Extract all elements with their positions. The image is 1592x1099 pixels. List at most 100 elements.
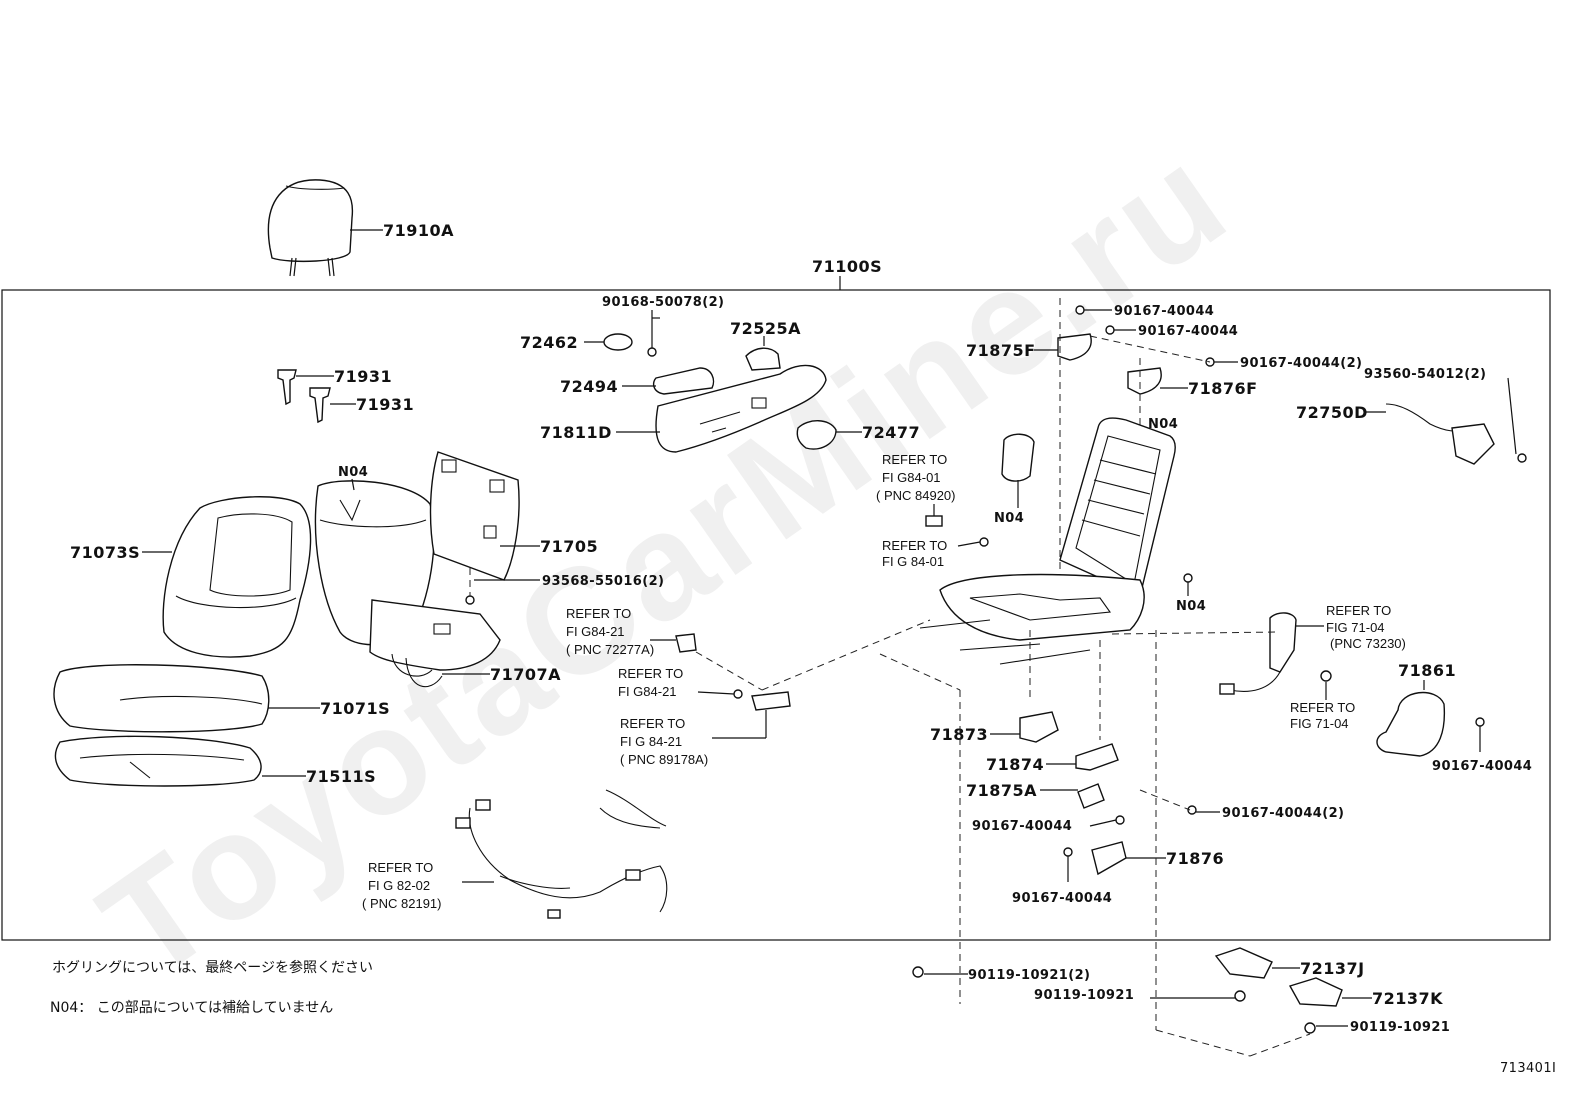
refer-fig-82-02-pnc-82191: REFER TO FI G 82-02 ( PNC 82191) [362, 860, 441, 911]
svg-text:(PNC 73230): (PNC 73230) [1330, 636, 1406, 651]
cover-72137j-drawing [1214, 947, 1273, 979]
svg-text:REFER TO: REFER TO [882, 538, 947, 553]
svg-text:FI G 82-02: FI G 82-02 [368, 878, 430, 893]
svg-text:FI G84-21: FI G84-21 [566, 624, 625, 639]
bracket-71874-drawing [1075, 743, 1119, 771]
cable-part-number: 72750D [1296, 403, 1368, 422]
knob-a-part-number: 72462 [520, 333, 578, 352]
screw-71861-part-number: 90167-40044 [1432, 759, 1532, 774]
bracket-71876-drawing [1091, 841, 1127, 876]
cover-f-part-number: 71875F [966, 341, 1036, 360]
frame-n04-label: N04 [1148, 417, 1178, 432]
knob-c-part-number: 72525A [730, 319, 801, 338]
svg-text:FI G 84-01: FI G 84-01 [882, 554, 944, 569]
svg-text:( PNC 82191): ( PNC 82191) [362, 896, 441, 911]
knob-d-part-number: 72477 [862, 423, 920, 442]
cushion-cover-part-number: 71071S [320, 699, 390, 718]
cable-screw-part-number: 93560-54012(2) [1364, 367, 1486, 382]
bracket-71875a-part-number: 71875A [966, 781, 1037, 800]
bracket-71876-part-number: 71876 [1166, 849, 1224, 868]
svg-text:( PNC 72277A): ( PNC 72277A) [566, 642, 654, 657]
mid-bolt-part-number: 90119-10921 [1034, 988, 1134, 1003]
svg-text:FI G84-21: FI G84-21 [618, 684, 677, 699]
svg-text:REFER TO: REFER TO [566, 606, 631, 621]
seat-frame-drawing [919, 417, 1176, 665]
assembly-boundary-box [1, 289, 1551, 941]
svg-text:( PNC 89178A): ( PNC 89178A) [620, 752, 708, 767]
refer-fig-84-21-pnc-89178a: REFER TO FI G 84-21 ( PNC 89178A) [620, 716, 708, 767]
svg-text:FIG 71-04: FIG 71-04 [1290, 716, 1349, 731]
hog-ring-note: ホグリングについては、最終ページを参照ください [52, 959, 373, 976]
headrest-drawing [267, 179, 354, 277]
svg-text:REFER TO: REFER TO [368, 860, 433, 875]
bracket-71873-drawing [1019, 711, 1059, 743]
screw-2-part-number: 90167-40044 [1138, 324, 1238, 339]
knob-72477-drawing [796, 420, 837, 450]
guide-part-number-b: 71931 [356, 395, 414, 414]
lumbar-unit-drawing [1001, 433, 1035, 482]
shield-part-number: 71811D [540, 423, 612, 442]
seatback-board-drawing [369, 599, 501, 687]
seat-cable-drawing [1385, 377, 1527, 465]
right-screw-2-part-number: 90167-40044(2) [1222, 806, 1344, 821]
knob-72525a-drawing [745, 347, 781, 371]
top-screw-part-number: 90168-50078(2) [602, 295, 724, 310]
svg-text:FIG 71-04: FIG 71-04 [1326, 620, 1385, 635]
cushion-pad-part-number: 71511S [306, 767, 376, 786]
refer-fig-71-04-pnc-73230: REFER TO FIG 71-04 (PNC 73230) [1326, 603, 1406, 651]
svg-text:( PNC 84920): ( PNC 84920) [876, 488, 955, 503]
side-shield-drawing [655, 364, 827, 453]
cover-f2-part-number: 71876F [1188, 379, 1258, 398]
cover-71861-drawing [1376, 691, 1446, 757]
refer-fig-84-21-pnc-72277a: REFER TO FI G84-21 ( PNC 72277A) [566, 606, 654, 657]
back-cover-part-number: 71073S [70, 543, 140, 562]
back-frame-part-number: 71705 [540, 537, 598, 556]
refer-fig-84-01-pnc-84920: REFER TO FI G84-01 ( PNC 84920) [876, 452, 955, 503]
headrest-guide-drawing [277, 369, 331, 424]
svg-text:FI G84-01: FI G84-01 [882, 470, 941, 485]
svg-text:REFER TO: REFER TO [618, 666, 683, 681]
svg-text:REFER TO: REFER TO [1290, 700, 1355, 715]
knob-72462-drawing [603, 333, 633, 351]
back-bolt-part-number: 93568-55016(2) [542, 574, 664, 589]
cover-71875f-drawing [1057, 333, 1092, 361]
refer-fig-84-01: REFER TO FI G 84-01 [882, 538, 947, 569]
right-bolt-part-number: 90119-10921 [1350, 1020, 1450, 1035]
seatback-frame-drawing [429, 451, 520, 581]
wire-harness-drawing [455, 789, 668, 919]
headrest-part-number: 71910A [383, 221, 454, 240]
assembly-part-number: 71100S [812, 257, 882, 276]
n04-note: N04： この部品については補給していません [50, 1000, 333, 1016]
seat-cushion-pad-drawing [54, 735, 262, 787]
refer-fig-71-04: REFER TO FIG 71-04 [1290, 700, 1355, 731]
back-board-part-number: 71707A [490, 665, 561, 684]
guide-part-number-a: 71931 [334, 367, 392, 386]
screw-1-part-number: 90167-40044 [1114, 304, 1214, 319]
screw-3-part-number: 90167-40044(2) [1240, 356, 1362, 371]
cover-71876f-drawing [1127, 367, 1162, 395]
nut-n04-label: N04 [1176, 599, 1206, 614]
cover-72137k-part-number: 72137K [1372, 989, 1443, 1008]
svg-text:REFER TO: REFER TO [882, 452, 947, 467]
lumbar-n04-label: N04 [994, 511, 1024, 526]
bracket-71874-part-number: 71874 [986, 755, 1044, 774]
knob-72494-drawing [652, 367, 715, 395]
refer-fig-84-21: REFER TO FI G84-21 [618, 666, 683, 699]
bracket-71873-part-number: 71873 [930, 725, 988, 744]
screw-71876-part-number: 90167-40044 [1012, 891, 1112, 906]
left-bolt-part-number: 90119-10921(2) [968, 968, 1090, 983]
seat-cushion-cover-drawing [53, 664, 270, 733]
cover-72137k-drawing [1288, 977, 1343, 1007]
knob-b-part-number: 72494 [560, 377, 618, 396]
cover-72137j-part-number: 72137J [1300, 959, 1365, 978]
svg-text:REFER TO: REFER TO [1326, 603, 1391, 618]
seatback-cover-drawing [162, 496, 312, 658]
screw-71875a-part-number: 90167-40044 [972, 819, 1072, 834]
figure-id: 713401I [1500, 1061, 1556, 1076]
seatbelt-buckle-drawing [1219, 612, 1297, 695]
back-pad-n04-label: N04 [338, 465, 368, 480]
svg-text:FI G 84-21: FI G 84-21 [620, 734, 682, 749]
svg-text:REFER TO: REFER TO [620, 716, 685, 731]
bracket-71875a-drawing [1077, 783, 1105, 809]
